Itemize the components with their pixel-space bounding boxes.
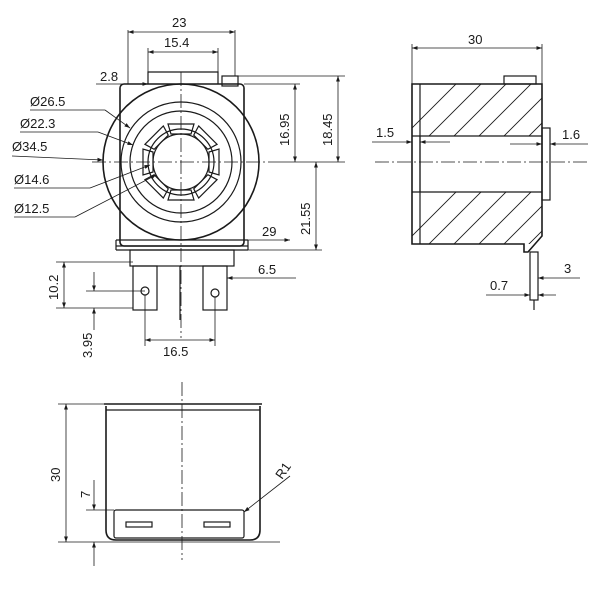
dim-side-left-step: 1.5 bbox=[376, 125, 394, 140]
side-view: 30 1.5 1.6 3 0.7 bbox=[372, 32, 590, 310]
side-pin bbox=[529, 251, 539, 301]
dim-height-upper-total: 18.45 bbox=[320, 113, 335, 146]
dim-dia-1: Ø26.5 bbox=[30, 94, 65, 109]
dim-offset: 2.8 bbox=[100, 69, 118, 84]
dim-bottom-base-height: 7 bbox=[78, 491, 93, 498]
dim-dia-3: Ø14.6 bbox=[14, 172, 49, 187]
dim-side-pin-length: 3 bbox=[564, 261, 571, 276]
dim-side-right-step: 1.6 bbox=[562, 127, 580, 142]
bottom-body-outline bbox=[105, 406, 261, 541]
front-top-tab bbox=[147, 71, 219, 84]
dim-side-pin-offset: 0.7 bbox=[490, 278, 508, 293]
dim-bottom-height: 30 bbox=[48, 468, 63, 482]
dim-pin-width: 6.5 bbox=[258, 262, 276, 277]
dim-pin-hole: 3.95 bbox=[80, 333, 95, 358]
dim-side-length: 30 bbox=[468, 32, 482, 47]
dim-height-upper: 16.95 bbox=[277, 113, 292, 146]
dim-dia-2: Ø22.3 bbox=[20, 116, 55, 131]
bottom-view: 30 7 R1 bbox=[48, 382, 294, 566]
dim-height-lower: 21.55 bbox=[298, 202, 313, 235]
dim-pin-height: 10.2 bbox=[46, 275, 61, 300]
slot-ring bbox=[142, 123, 220, 201]
bottom-base bbox=[113, 509, 245, 539]
dim-dia-outer: Ø34.5 bbox=[12, 139, 47, 154]
front-view: 23 15.4 2.8 Ø26.5 Ø22.3 Ø34.5 Ø14.6 Ø12.… bbox=[11, 15, 345, 359]
side-body-outline bbox=[411, 83, 543, 253]
dim-dia-4: Ø12.5 bbox=[14, 201, 49, 216]
front-pin-housing bbox=[129, 249, 235, 267]
dim-width-total: 23 bbox=[172, 15, 186, 30]
dim-width-inner: 15.4 bbox=[164, 35, 189, 50]
dim-pin-spacing: 16.5 bbox=[163, 344, 188, 359]
dim-bottom-radius: R1 bbox=[272, 459, 294, 481]
dim-base-width: 29 bbox=[262, 224, 276, 239]
